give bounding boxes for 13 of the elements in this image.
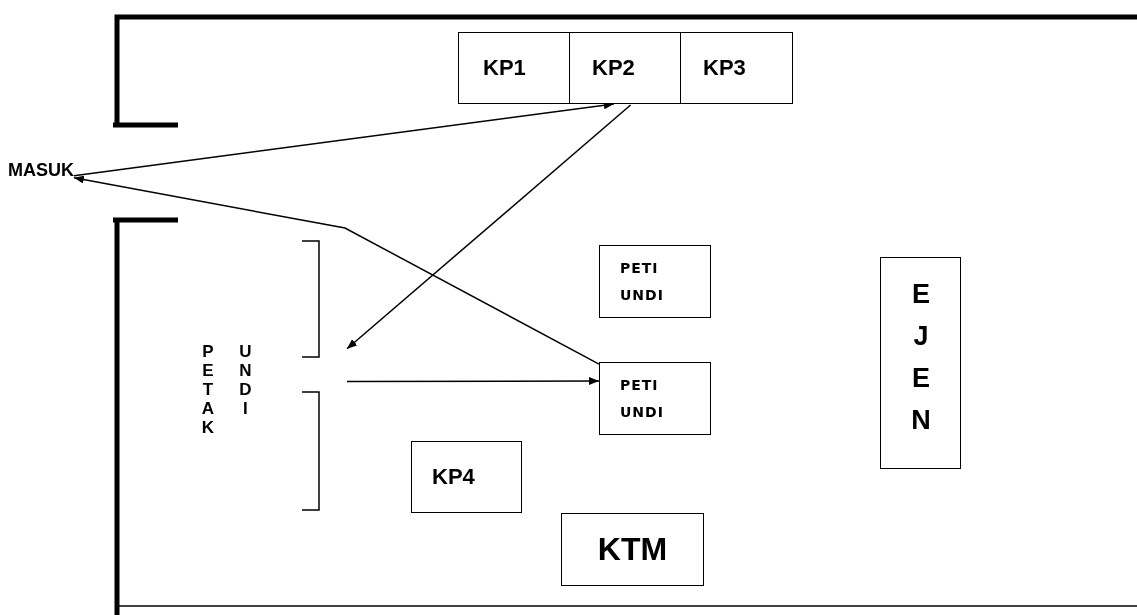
station-box: KP3 [680, 32, 793, 104]
arrow [346, 104, 632, 350]
station-box: KP2 [569, 32, 681, 104]
arrow [73, 175, 600, 365]
station-box: KP1 [458, 32, 570, 104]
ballot-box: PETI UNDI [599, 362, 711, 435]
entrance-label: MASUK [8, 160, 74, 181]
arrow [346, 377, 600, 385]
agent-box: EJEN [880, 257, 961, 469]
booth-label: PETAK UNDI [197, 342, 256, 438]
station-box: KTM [561, 513, 704, 586]
ballot-box: PETI UNDI [599, 245, 711, 318]
station-box: KP4 [411, 441, 522, 513]
